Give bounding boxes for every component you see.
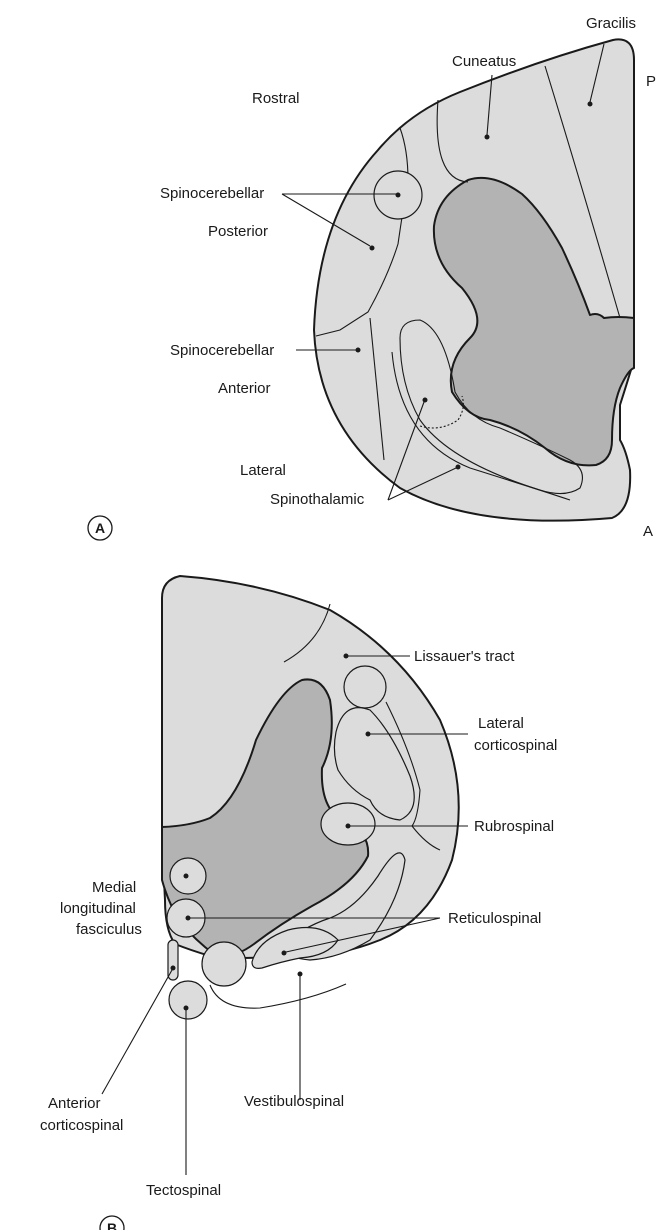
label-posterior: Posterior: [208, 223, 268, 240]
panel-a-dot-spinothalamic-2: [456, 465, 461, 470]
panel-b-dot-lateral-cs: [366, 732, 371, 737]
panel-b-lissauer-circle: [344, 666, 386, 708]
label-cuneatus: Cuneatus: [452, 53, 516, 70]
panel-b-leader-anterior-cs: [102, 970, 172, 1094]
panel-b-vestibulospinal-area: [210, 984, 346, 1008]
panel-b-dot-reticulospinal-2: [282, 951, 287, 956]
panel-b-badge: B: [107, 1220, 117, 1230]
label-anterior-cs-2: corticospinal: [40, 1117, 123, 1134]
panel-b-dot-vestibulospinal: [298, 972, 303, 977]
label-lateral-cs-2: corticospinal: [474, 737, 557, 754]
label-vestibulospinal: Vestibulospinal: [244, 1093, 344, 1110]
label-mlf-2: longitudinal: [60, 900, 136, 917]
label-anterior-cs-1: Anterior: [48, 1095, 101, 1112]
label-spinothalamic: Spinothalamic: [270, 491, 365, 508]
panel-b-dot-anterior-cs: [171, 966, 176, 971]
panel-a-dot-spinocerebellar-1b: [370, 246, 375, 251]
panel-b-vestibular-circle: [202, 942, 246, 986]
label-p-marker: P: [646, 73, 656, 90]
label-tectospinal: Tectospinal: [146, 1182, 221, 1199]
panel-b-dot-mlf: [184, 874, 189, 879]
label-rostral: Rostral: [252, 90, 300, 107]
label-lateral: Lateral: [240, 462, 286, 479]
label-mlf-1: Medial: [92, 879, 136, 896]
panel-b-dot-lissauer: [344, 654, 349, 659]
panel-a-dot-spinothalamic-1: [423, 398, 428, 403]
panel-b-tectospinal-circle: [169, 981, 207, 1019]
panel-b-dot-rubrospinal: [346, 824, 351, 829]
panel-b-dot-reticulospinal-1: [186, 916, 191, 921]
label-lissauer: Lissauer's tract: [414, 648, 515, 665]
label-lateral-cs-1: Lateral: [478, 715, 524, 732]
panel-a-dot-cuneatus: [485, 135, 490, 140]
label-anterior: Anterior: [218, 380, 271, 397]
panel-a: Gracilis Cuneatus P Rostral Spinocerebel…: [88, 15, 656, 540]
panel-b-dot-tectospinal: [184, 1006, 189, 1011]
label-mlf-3: fasciculus: [76, 921, 142, 938]
label-a-marker: A: [643, 523, 653, 540]
panel-a-dot-spinocerebellar-2: [356, 348, 361, 353]
label-spinocerebellar-1: Spinocerebellar: [160, 185, 264, 202]
label-rubrospinal: Rubrospinal: [474, 818, 554, 835]
panel-a-dot-spinocerebellar-1: [396, 193, 401, 198]
label-gracilis: Gracilis: [586, 15, 636, 32]
panel-b: Lissauer's tract Lateral corticospinal R…: [40, 576, 557, 1230]
panel-a-badge: A: [95, 520, 105, 536]
label-spinocerebellar-2: Spinocerebellar: [170, 342, 274, 359]
label-reticulospinal: Reticulospinal: [448, 910, 541, 927]
panel-a-dot-gracilis: [588, 102, 593, 107]
